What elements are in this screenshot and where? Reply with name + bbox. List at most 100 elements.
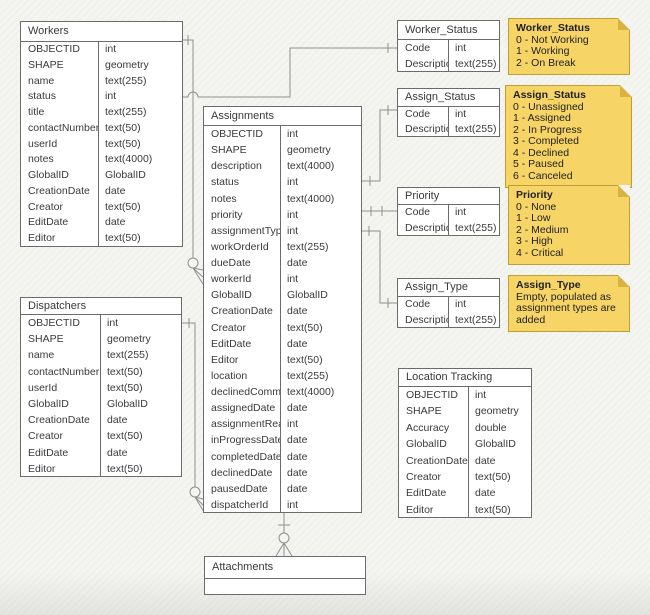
cardinality-zero-circle — [187, 257, 199, 269]
entity-title: Assign_Type — [398, 279, 499, 297]
field-type: text(50) — [105, 137, 141, 150]
field-type: date — [107, 414, 128, 427]
field-name: CreationDate — [204, 303, 281, 320]
crow-foot-prong — [283, 542, 293, 557]
field-name: pausedDate — [204, 480, 281, 497]
field-name: Editor — [21, 460, 101, 477]
field-name: Code — [398, 297, 449, 313]
field-name: SHAPE — [399, 403, 469, 420]
field-type: text(50) — [105, 200, 141, 213]
field-type: date — [287, 450, 308, 463]
entity-assign-type: Assign_TypeCodeintDescriptiontext(255) — [397, 278, 500, 328]
note-line: 1 - Assigned — [513, 112, 571, 124]
field-name: EditDate — [204, 335, 281, 352]
field-type: int — [287, 273, 299, 286]
entity-title: Workers — [21, 22, 182, 42]
field-name: Description — [398, 220, 449, 236]
note-line: 0 - Unassigned — [513, 100, 584, 113]
field-name: contactNumber — [21, 120, 99, 137]
field-name: OBJECTID — [21, 42, 99, 58]
field-name: status — [204, 174, 281, 191]
field-name: Description — [398, 122, 449, 137]
field-row: Editor text(50) — [21, 460, 181, 477]
field-name: SHAPE — [21, 331, 101, 348]
field-type: int — [475, 389, 487, 401]
field-type: date — [105, 216, 126, 229]
note-line: 5 - Paused — [513, 158, 564, 170]
field-type: text(50) — [105, 232, 141, 245]
field-type: int — [287, 128, 299, 140]
crow-foot-prong — [192, 267, 204, 278]
field-row: Descriptiontext(255) — [398, 312, 499, 328]
note-line: 1 - Working — [516, 45, 570, 57]
entity-title: Dispatchers — [21, 298, 181, 315]
field-type: text(50) — [107, 462, 143, 475]
field-name: Editor — [204, 351, 281, 368]
field-name — [205, 579, 212, 595]
field-type: text(255) — [105, 106, 147, 119]
field-type: text(50) — [475, 470, 511, 483]
field-type: double — [475, 421, 507, 434]
field-type: text(255) — [455, 221, 497, 234]
connector-assignments-status-to-assign-status — [362, 109, 397, 182]
field-name: status — [21, 89, 99, 106]
field-type: int — [287, 176, 299, 189]
field-type: date — [287, 305, 308, 318]
field-name: SHAPE — [204, 142, 281, 159]
field-row: assignmentReadint — [204, 416, 361, 433]
field-type: int — [455, 298, 467, 310]
field-name: assignmentType — [204, 222, 281, 239]
field-type: text(50) — [107, 430, 143, 443]
field-name: name — [21, 73, 99, 90]
connector-assignments-assignmenttype-to-assign-type — [362, 230, 397, 304]
field-type: text(4000) — [105, 153, 153, 166]
field-name: assignmentRead — [204, 416, 281, 433]
field-name: CreationDate — [21, 183, 99, 200]
note-title: Assign_Status — [513, 89, 586, 101]
field-name: workerId — [204, 271, 281, 288]
entity-title: Assignments — [204, 107, 361, 126]
field-name: EditDate — [21, 215, 99, 232]
field-name: workOrderId — [204, 238, 281, 255]
field-name: Creator — [21, 199, 99, 216]
field-name: assignedDate — [204, 400, 281, 417]
entity-priority: PriorityCodeintDescriptiontext(255) — [397, 187, 500, 236]
field-name: location — [204, 367, 281, 384]
note-line: 2 - In Progress — [513, 123, 582, 136]
field-name: userId — [21, 136, 99, 153]
note-line: 0 - Not Working — [516, 33, 589, 46]
crow-foot-prong — [192, 267, 204, 271]
field-row: Creator text(50) — [21, 199, 182, 216]
note-line: 4 - Critical — [516, 246, 564, 259]
field-row: declinedCommenttext(4000) — [204, 384, 361, 401]
note-line: 3 - Completed — [513, 135, 579, 147]
field-type: int — [287, 498, 299, 511]
note-line: assignment types are added — [516, 302, 616, 326]
field-type: date — [475, 454, 496, 467]
